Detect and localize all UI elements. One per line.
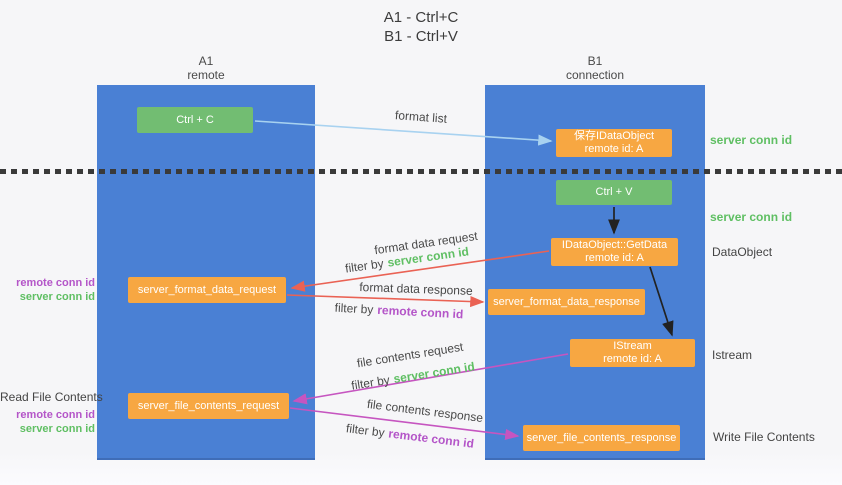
left-remote-conn-id-2: remote conn id bbox=[16, 409, 95, 421]
format-data-response-label: format data response bbox=[359, 280, 473, 298]
right-column-name: B1 bbox=[587, 54, 603, 68]
left-remote-conn-id-1: remote conn id bbox=[16, 277, 95, 289]
save-dataobject-line1: 保存IDataObject bbox=[573, 130, 655, 142]
remote-conn-id-text: remote conn id bbox=[387, 426, 475, 451]
title-line-2: B1 - Ctrl+V bbox=[384, 28, 458, 45]
getdata-node: IDataObject::GetData remote id: A bbox=[551, 238, 678, 266]
ctrl-v-label: Ctrl + V bbox=[595, 186, 633, 198]
server-format-data-request-label: server_format_data_request bbox=[137, 283, 277, 296]
left-column-name: A1 bbox=[198, 54, 214, 68]
ctrl-c-label: Ctrl + C bbox=[176, 113, 214, 126]
server-format-data-response-node: server_format_data_response bbox=[488, 289, 645, 315]
filter-by-text: filter by bbox=[350, 372, 391, 393]
remote-conn-id-text: remote conn id bbox=[376, 302, 464, 322]
format-list-label: format list bbox=[394, 108, 448, 126]
left-column-role: remote bbox=[187, 68, 225, 82]
right-server-conn-id-mid: server conn id bbox=[710, 210, 793, 224]
istream-node: IStream remote id: A bbox=[570, 339, 695, 367]
istream-line2: remote id: A bbox=[603, 353, 662, 365]
server-file-contents-response-node: server_file_contents_response bbox=[523, 425, 680, 451]
server-format-data-response-label: server_format_data_response bbox=[493, 295, 640, 308]
server-file-contents-response-label: server_file_contents_response bbox=[526, 431, 677, 444]
save-dataobject-line2: remote id: A bbox=[584, 143, 644, 155]
right-column-header: B1 connection bbox=[485, 54, 705, 82]
getdata-line1: IDataObject::GetData bbox=[561, 239, 668, 251]
right-column-role: connection bbox=[565, 68, 625, 82]
server-format-data-request-node: server_format_data_request bbox=[128, 277, 286, 303]
server-conn-id-text: server conn id bbox=[392, 359, 476, 386]
dataobject-side-label: DataObject bbox=[712, 245, 773, 259]
left-server-conn-id-1: server conn id bbox=[19, 291, 95, 303]
file-contents-response-label: file contents response bbox=[366, 396, 484, 426]
read-file-contents-label: Read File Contents bbox=[0, 390, 103, 404]
filter-by-text: filter by bbox=[334, 300, 374, 317]
istream-side-label: Istream bbox=[712, 348, 753, 362]
server-file-contents-request-label: server_file_contents_request bbox=[137, 399, 280, 412]
server-file-contents-request-node: server_file_contents_request bbox=[128, 393, 289, 419]
dotted-divider-line bbox=[0, 169, 842, 174]
ctrl-v-node: Ctrl + V bbox=[556, 180, 672, 205]
write-file-contents-label: Write File Contents bbox=[713, 430, 815, 444]
right-server-conn-id-top: server conn id bbox=[710, 133, 793, 147]
istream-line1: IStream bbox=[613, 340, 652, 352]
diagram-title: A1 - Ctrl+C B1 - Ctrl+V bbox=[0, 8, 842, 46]
left-server-conn-id-2: server conn id bbox=[19, 423, 95, 435]
save-dataobject-node: 保存IDataObject remote id: A bbox=[556, 129, 672, 157]
getdata-line2: remote id: A bbox=[585, 252, 644, 264]
title-line-1: A1 - Ctrl+C bbox=[383, 9, 459, 26]
filter-by-text: filter by bbox=[345, 421, 386, 440]
ctrl-c-node: Ctrl + C bbox=[137, 107, 253, 133]
left-column-header: A1 remote bbox=[97, 54, 315, 82]
